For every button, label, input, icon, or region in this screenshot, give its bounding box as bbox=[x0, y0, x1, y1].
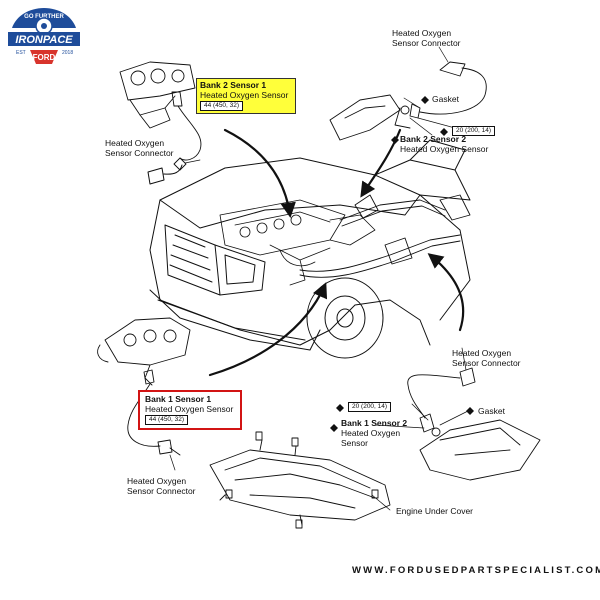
connector-label-top-right-line2: Sensor Connector bbox=[392, 38, 461, 48]
engine-block bbox=[219, 199, 376, 286]
connector-label-mid-right-line1: Heated Oxygen bbox=[452, 348, 512, 358]
bank1-sensor1-spec: 44 (450, 32) bbox=[145, 415, 189, 425]
bank1-sensor2-subtitle-line2: Sensor bbox=[341, 438, 368, 448]
bank1-sensor2-subtitle-line1: Heated Oxygen bbox=[341, 428, 401, 438]
spec-20-bottom: 20 (200, 14) bbox=[348, 402, 392, 412]
bank1-manifold bbox=[97, 317, 191, 456]
connector-top-left bbox=[147, 164, 183, 185]
gasket-marker-bottom bbox=[466, 407, 474, 415]
bank2-sensor1-subtitle: Heated Oxygen Sensor bbox=[200, 90, 289, 100]
logo-brand: FORD bbox=[33, 53, 56, 62]
engine-under-cover-shape bbox=[209, 431, 391, 529]
ironpace-ford-logo: GO FURTHER IRONPACE EST 2018 FORD bbox=[8, 8, 80, 64]
bank2-sensor2-subtitle: Heated Oxygen Sensor bbox=[400, 144, 489, 154]
b2s2-marker bbox=[391, 136, 399, 144]
bank2-sensor1-title: Bank 2 Sensor 1 bbox=[200, 80, 267, 90]
connector-label-top-left-line2: Sensor Connector bbox=[105, 148, 174, 158]
bank2-sensor2-title: Bank 2 Sensor 2 bbox=[400, 134, 467, 144]
bank2-manifold bbox=[119, 61, 202, 171]
spec-marker-top bbox=[440, 128, 448, 136]
b1s2-marker bbox=[330, 424, 338, 432]
spec-20-top: 20 (200, 14) bbox=[452, 126, 496, 136]
bank1-sensor2-title: Bank 1 Sensor 2 bbox=[341, 418, 408, 428]
spec-marker-bottom bbox=[336, 404, 344, 412]
logo-est: EST bbox=[16, 50, 26, 56]
connector-label-mid-right-line2: Sensor Connector bbox=[452, 358, 521, 368]
exhaust-pipes bbox=[299, 194, 471, 278]
bank2-sensor2-assembly bbox=[329, 61, 487, 141]
connector-label-top-right-line1: Heated Oxygen bbox=[392, 28, 452, 38]
logo-year: 2018 bbox=[62, 50, 73, 56]
connector-label-bottom-left-line1: Heated Oxygen bbox=[127, 476, 187, 486]
logo-top-text: GO FURTHER bbox=[24, 14, 64, 20]
truck-body-outline bbox=[149, 139, 471, 359]
leader-lines bbox=[169, 46, 471, 511]
bank1-sensor2-assembly bbox=[407, 367, 541, 481]
gasket-label-bottom: Gasket bbox=[478, 406, 505, 416]
gasket-label-top: Gasket bbox=[432, 94, 459, 104]
gasket-marker-top bbox=[421, 96, 429, 104]
engine-under-cover-label: Engine Under Cover bbox=[396, 506, 474, 516]
logo-main-text: IRONPACE bbox=[15, 34, 73, 46]
website-url[interactable]: WWW.FORDUSEDPARTSPECIALIST.COM bbox=[352, 565, 600, 576]
bank1-sensor1-subtitle: Heated Oxygen Sensor bbox=[145, 404, 234, 414]
callout-arrows bbox=[208, 128, 465, 377]
bank1-sensor1-title: Bank 1 Sensor 1 bbox=[145, 394, 212, 404]
connector-label-top-left-line1: Heated Oxygen bbox=[105, 138, 165, 148]
bank2-sensor1-spec: 44 (450, 32) bbox=[200, 101, 244, 111]
connector-label-bottom-left-line2: Sensor Connector bbox=[127, 486, 196, 496]
